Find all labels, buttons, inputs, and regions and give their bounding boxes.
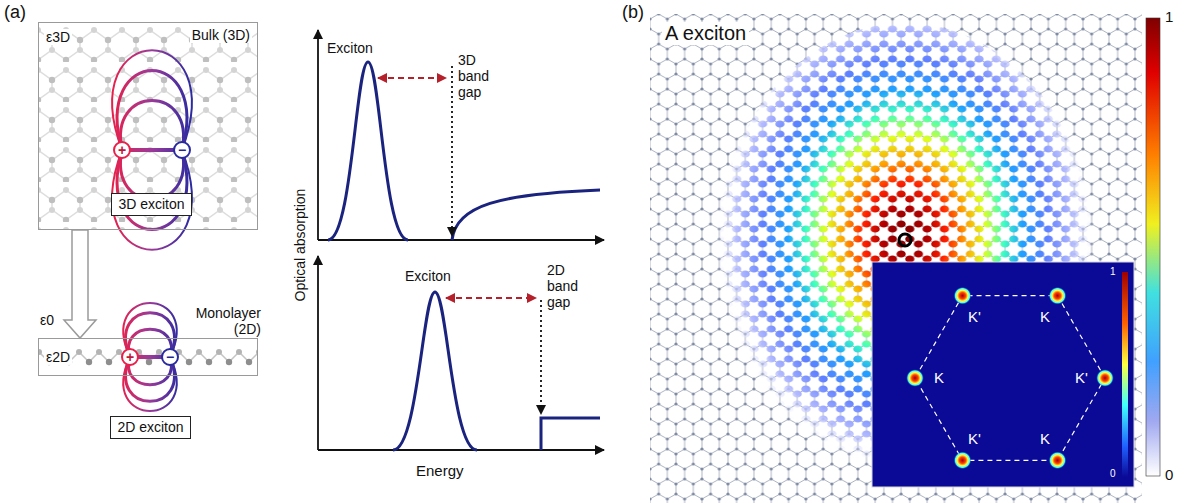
block-arrow (64, 230, 96, 338)
panel-letter: (a) (4, 2, 26, 23)
colorbar-tick: 1 (1165, 8, 1173, 25)
colorbar-tick: 1 (1110, 266, 1116, 278)
charge-sign: − (178, 143, 186, 157)
valley-label: K (934, 369, 944, 386)
permittivity-symbol: ε0 (40, 312, 54, 328)
valley-label: K (1040, 430, 1050, 447)
exciton-label: 2D exciton (117, 419, 184, 435)
peak-label: Exciton (405, 268, 451, 284)
region-title: Monolayer (2D) (185, 305, 263, 337)
permittivity-symbol: ε3D (44, 29, 72, 45)
panel-title: A exciton (662, 22, 749, 45)
charge-sign: − (166, 350, 174, 364)
charge-sign: + (118, 143, 126, 157)
colorbar-tick: 0 (1110, 468, 1116, 480)
exciton-label: 3D exciton (118, 196, 185, 212)
exciton-tag: 2D exciton (110, 416, 191, 439)
valley-label: K' (968, 430, 981, 447)
bulk-region: Bulk (3D) ε3D 3D exciton (38, 22, 258, 230)
charge-sign: + (126, 350, 134, 364)
valley-label: K (1040, 308, 1050, 325)
gap-label: 2D band gap (547, 262, 587, 310)
colorbar-tick: 0 (1165, 466, 1173, 483)
valley-label: K' (1075, 369, 1088, 386)
axis-title: Optical absorption (292, 189, 308, 302)
panel-letter: (b) (622, 2, 644, 23)
peak-label: Exciton (327, 40, 373, 56)
monolayer-region: Monolayer (2D)ε2D (38, 338, 258, 376)
exciton-tag: 3D exciton (111, 193, 192, 216)
valley-label: K' (968, 308, 981, 325)
permittivity-symbol: ε2D (44, 349, 72, 365)
axis-title: Energy (416, 462, 464, 479)
region-title: Bulk (3D) (190, 27, 252, 43)
gap-label: 3D band gap (458, 52, 498, 100)
